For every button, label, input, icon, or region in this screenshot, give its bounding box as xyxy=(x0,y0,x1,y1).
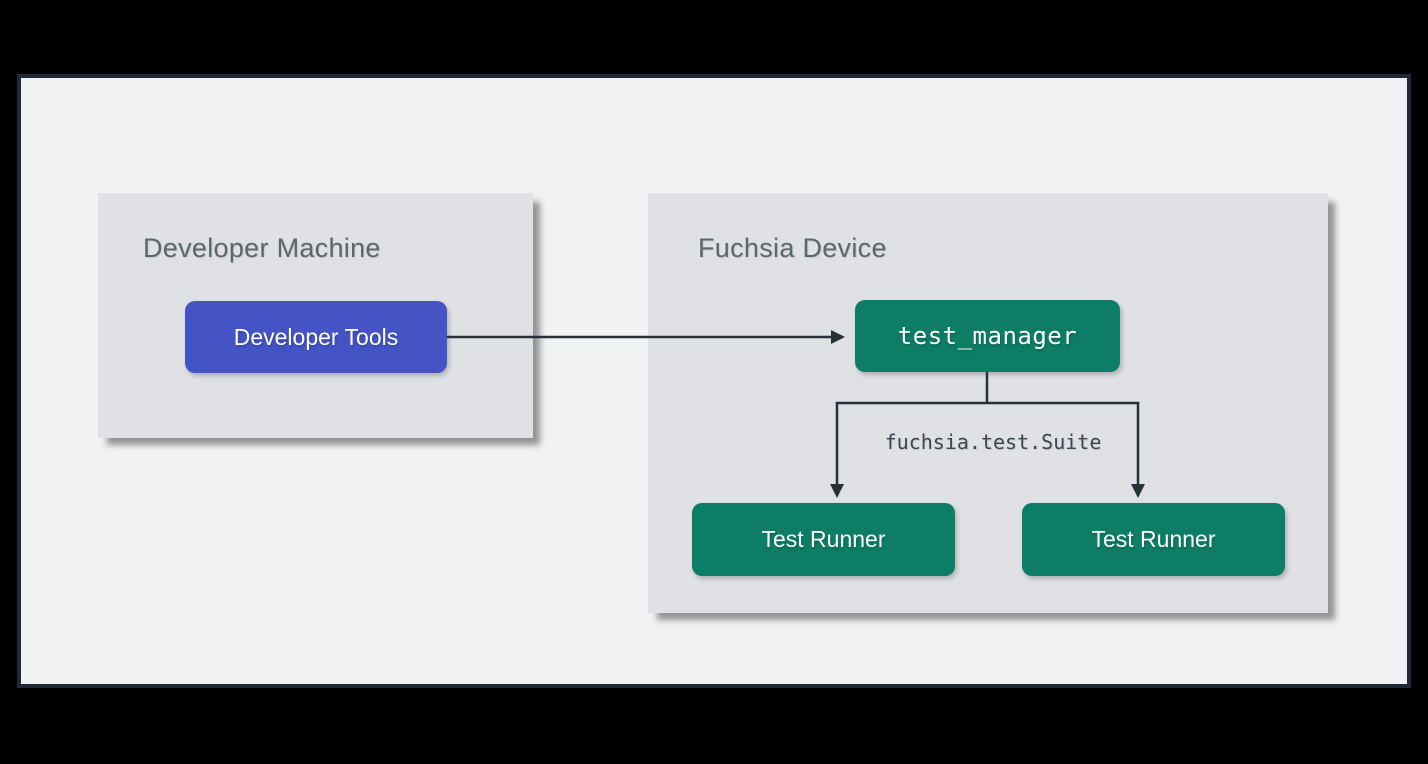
test-runner-right-node: Test Runner xyxy=(1022,503,1285,576)
test-runner-left-node: Test Runner xyxy=(692,503,955,576)
fuchsia-device-panel: Fuchsia Device test_manager fuchsia.test… xyxy=(648,193,1328,613)
diagram-frame: Developer Machine Developer Tools Fuchsi… xyxy=(17,74,1411,688)
developer-machine-panel: Developer Machine Developer Tools xyxy=(98,193,533,438)
fuchsia-device-title: Fuchsia Device xyxy=(698,233,887,263)
developer-machine-title: Developer Machine xyxy=(143,233,381,263)
test-manager-node: test_manager xyxy=(855,300,1120,372)
developer-tools-node: Developer Tools xyxy=(185,301,447,373)
fuchsia-test-suite-label: fuchsia.test.Suite xyxy=(884,430,1102,454)
